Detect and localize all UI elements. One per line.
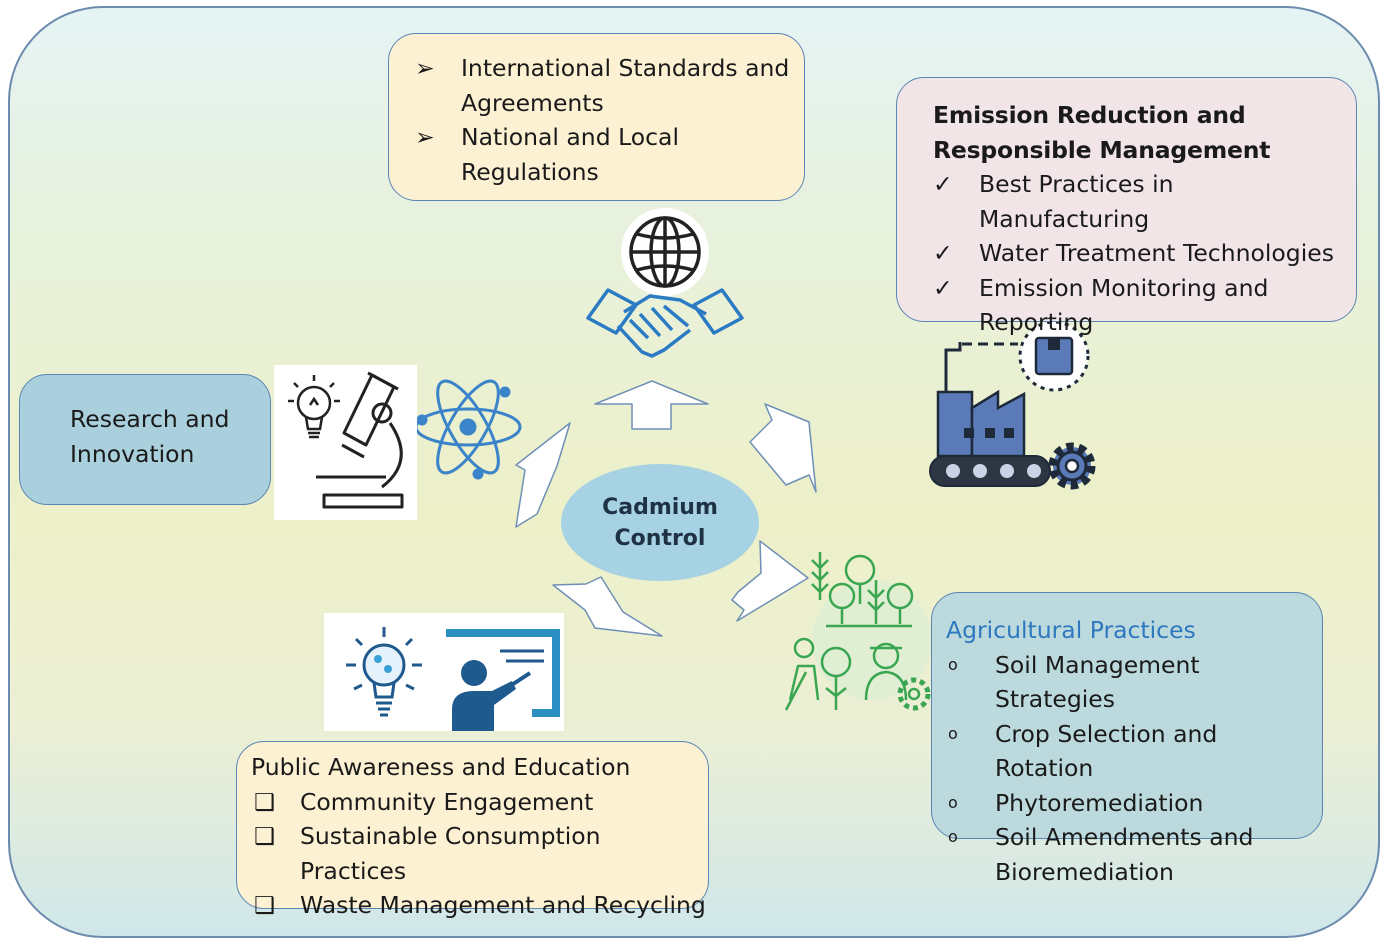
checkbox-bullet-icon: ❑ [254,891,276,919]
list-item: o Crop Selection and Rotation [946,717,1322,786]
list-item: o Phytoremediation [946,786,1322,821]
list-item: ✓ Best Practices in Manufacturing [933,167,1350,236]
arrow-upper-right [749,403,817,493]
circle-bullet-icon: o [948,827,958,846]
list-item-text: National and Local Regulations [461,123,679,186]
list-item-text: Soil Amendments and Bioremediation [995,823,1254,886]
circle-bullet-icon: o [948,792,958,812]
factory-icon [929,342,1051,487]
arrow-bullet-icon: ➢ [415,54,435,82]
emission-title: Emission Reduction and Responsible Manag… [933,101,1271,164]
list-item: ✓ Emission Monitoring and Reporting [933,271,1350,340]
cadmium-control-ellipse: Cadmium Control [561,464,759,581]
list-item-text: Best Practices in Manufacturing [979,170,1174,233]
list-item-text: Sustainable Consumption Practices [300,822,601,885]
list-item: o Soil Amendments and Bioremediation [946,820,1322,889]
agriculture-title: Agricultural Practices [946,616,1196,644]
research-box: Research and Innovation [19,374,271,505]
regulations-box: ➢ International Standards and Agreements… [388,33,805,201]
list-item: ❑ Sustainable Consumption Practices [251,819,708,888]
list-item: ❑ Community Engagement [251,785,708,820]
list-item-text: Soil Management Strategies [995,650,1200,714]
research-icon-card [274,365,417,520]
emission-box: Emission Reduction and Responsible Manag… [896,77,1357,336]
checkbox-bullet-icon: ❑ [254,787,276,816]
list-item: ➢ National and Local Regulations [415,120,794,189]
emission-list: ✓ Best Practices in Manufacturing ✓ Wate… [933,167,1350,340]
list-item-text: Water Treatment Technologies [979,239,1334,267]
list-item-text: Waste Management and Recycling [300,891,706,919]
check-bullet-icon: ✓ [933,273,953,302]
arrow-lower-right [731,540,809,622]
center-label-line1: Cadmium [602,494,718,520]
package-icon [1018,320,1090,392]
center-label-line2: Control [614,525,706,551]
arrow-lower-left [552,576,663,637]
list-item-text: Community Engagement [300,787,594,816]
public-awareness-list: ❑ Community Engagement ❑ Sustainable Con… [251,785,708,923]
check-bullet-icon: ✓ [933,239,953,267]
list-item-text: Phytoremediation [995,788,1204,817]
check-bullet-icon: ✓ [933,170,953,198]
atom-icon [414,379,522,480]
regulations-list: ➢ International Standards and Agreements… [415,51,794,189]
arrow-bullet-icon: ➢ [415,123,435,151]
list-item-text: Emission Monitoring and Reporting [979,273,1269,337]
handshake-icon [586,288,744,358]
list-item: ✓ Water Treatment Technologies [933,236,1350,271]
farming-icon [784,552,932,711]
list-item: o Soil Management Strategies [946,648,1322,717]
agriculture-box: Agricultural Practices o Soil Management… [931,592,1323,886]
microscope-icon [316,371,404,509]
agriculture-list: o Soil Management Strategies o Crop Sele… [946,648,1322,890]
arrow-up [594,380,709,430]
list-item-text: International Standards and Agreements [461,54,790,117]
globe-icon [621,208,709,296]
checkbox-bullet-icon: ❑ [254,822,276,850]
circle-bullet-icon: o [948,654,958,674]
public-awareness-title: Public Awareness and Education [251,753,631,781]
education-icon-card [324,613,564,731]
list-item: ➢ International Standards and Agreements [415,51,794,120]
gear-icon [1048,442,1096,490]
research-title: Research and Innovation [70,405,230,468]
arrow-upper-left [515,422,571,528]
teacher-icon [446,629,560,731]
list-item-text: Crop Selection and Rotation [995,719,1218,783]
list-item: ❑ Waste Management and Recycling [251,888,708,923]
lightbulb-icon [346,627,422,717]
lightbulb-icon [288,375,340,439]
circle-bullet-icon: o [948,723,958,743]
public-awareness-box: Public Awareness and Education ❑ Communi… [236,741,709,919]
